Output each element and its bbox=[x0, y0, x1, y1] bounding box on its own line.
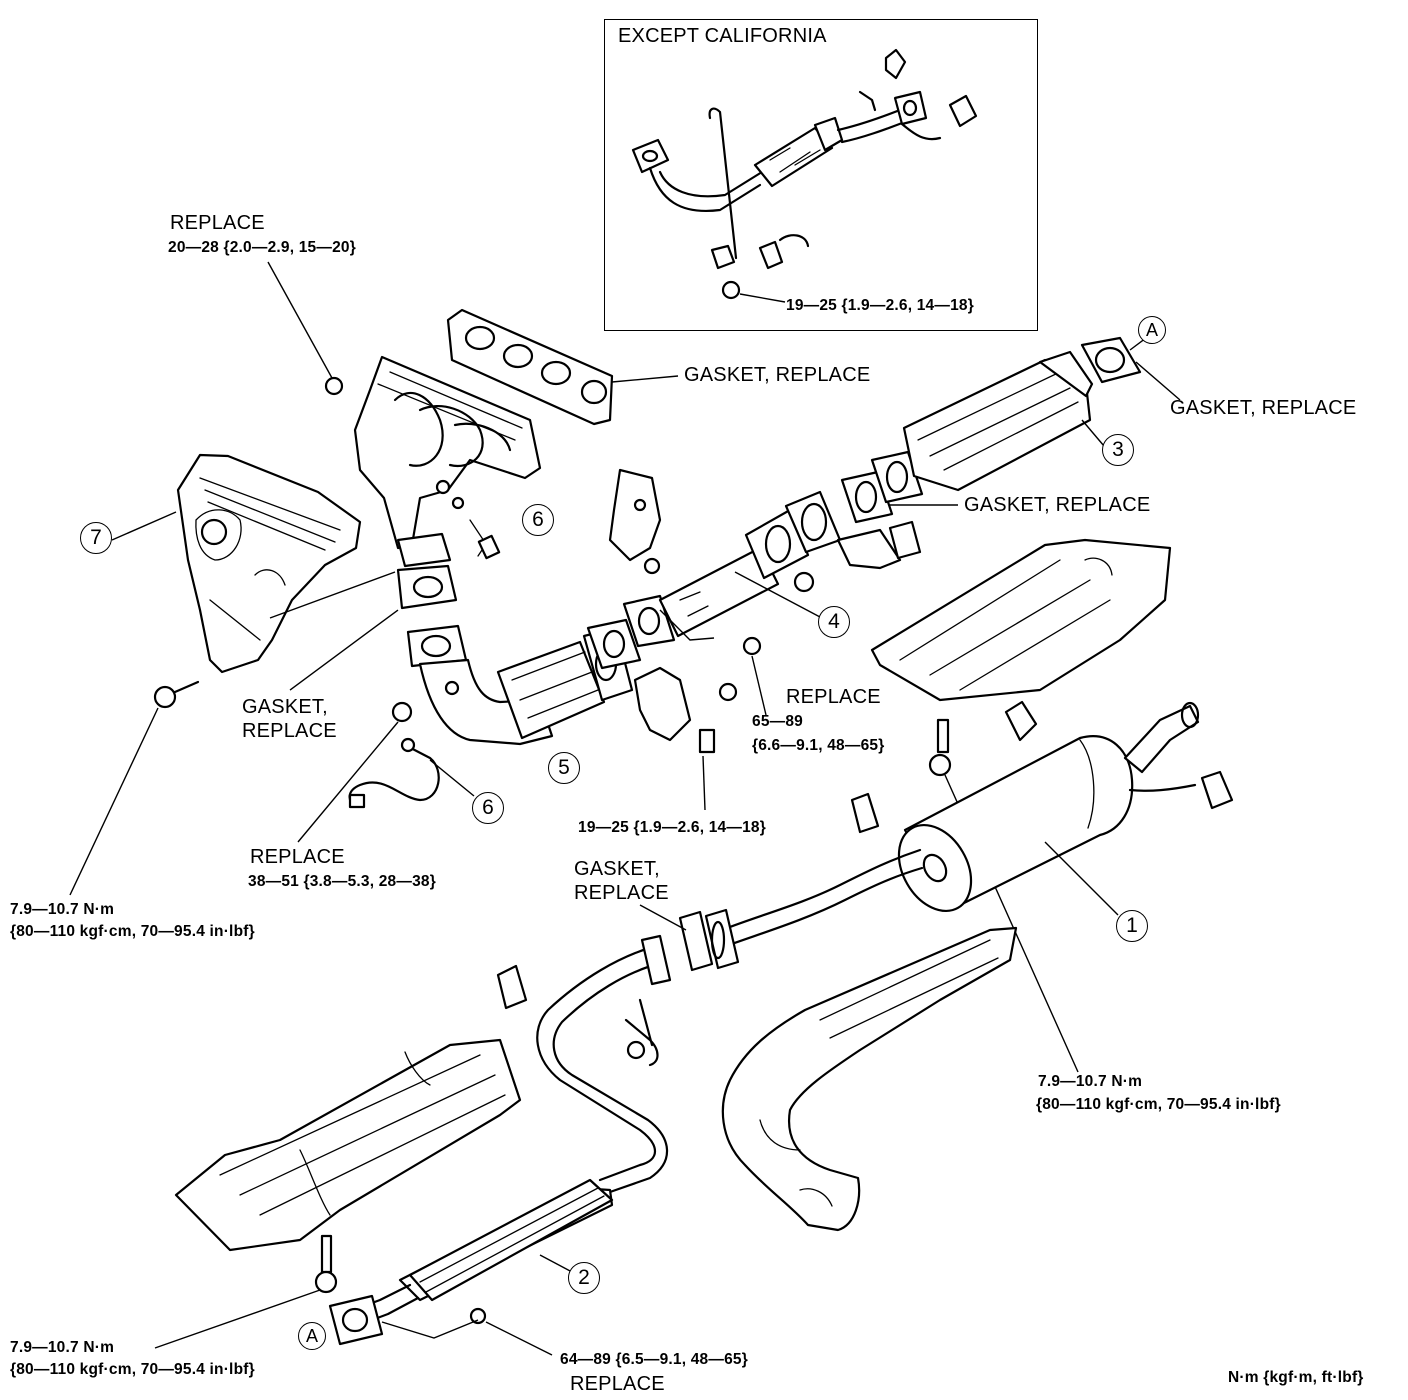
item-3-catalytic-converter bbox=[902, 336, 1142, 492]
item-7-manifold-heat-shield bbox=[176, 453, 362, 674]
label-gasket-manifold: GASKET, REPLACE bbox=[684, 364, 871, 386]
item-1-main-muffler bbox=[897, 701, 1200, 913]
nut-65-89 bbox=[742, 636, 762, 656]
label-gasket-center-1: GASKET, bbox=[574, 858, 660, 880]
spec-bl-1: 7.9—10.7 N·m bbox=[10, 1339, 115, 1356]
converter-gaskets bbox=[840, 450, 924, 524]
leader-7 bbox=[111, 511, 177, 541]
pipe-bracket-lower bbox=[633, 666, 738, 754]
callout-a-top: A bbox=[1138, 316, 1166, 344]
label-replace-bottom: REPLACE bbox=[570, 1373, 665, 1395]
spec-left-1: 7.9—10.7 N·m bbox=[10, 901, 115, 918]
spec-top: 20—28 {2.0—2.9, 15—20} bbox=[168, 239, 356, 256]
spec-mid-1: 65—89 bbox=[752, 713, 803, 730]
inset-front-pipe-drawing bbox=[631, 48, 978, 303]
leader-64-89 bbox=[485, 1321, 553, 1356]
leader-manifold-gasket bbox=[611, 375, 679, 383]
spec-64-89: 64—89 {6.5—9.1, 48—65} bbox=[560, 1351, 748, 1368]
callout-2: 2 bbox=[568, 1262, 600, 1294]
pipe-bracket-upper bbox=[608, 468, 662, 575]
item-2-presilencer bbox=[328, 934, 672, 1346]
spec-38-51: 38—51 {3.8—5.3, 28—38} bbox=[248, 873, 436, 890]
hanger-rubbers bbox=[496, 700, 1234, 1010]
label-gasket-left-2: REPLACE bbox=[242, 720, 337, 742]
label-gasket-center-2: REPLACE bbox=[574, 882, 669, 904]
spec-bl-2: {80—110 kgf·cm, 70—95.4 in·lbf} bbox=[10, 1361, 255, 1378]
leader-7-bolt bbox=[269, 571, 396, 619]
leader-2 bbox=[539, 1254, 573, 1273]
item-4-front-pipe bbox=[658, 490, 842, 638]
leader-replace-top bbox=[267, 261, 333, 379]
spec-right-2: {80—110 kgf·cm, 70—95.4 in·lbf} bbox=[1036, 1096, 1281, 1113]
callout-5: 5 bbox=[548, 752, 580, 784]
spec-left-2: {80—110 kgf·cm, 70—95.4 in·lbf} bbox=[10, 923, 255, 940]
leader-8 bbox=[429, 759, 475, 797]
center-pipe bbox=[678, 848, 924, 972]
inset-except-california bbox=[604, 19, 1038, 331]
callout-3: 3 bbox=[1102, 434, 1134, 466]
label-replace-mid: REPLACE bbox=[786, 686, 881, 708]
leader-1 bbox=[1044, 841, 1119, 916]
manifold-nut bbox=[324, 376, 344, 396]
leader-bolt-left bbox=[69, 707, 159, 896]
inset-title: EXCEPT CALIFORNIA bbox=[618, 25, 827, 47]
flange-gaskets-left bbox=[396, 564, 468, 668]
label-gasket-left-1: GASKET, bbox=[242, 696, 328, 718]
leader-gasket-left bbox=[289, 609, 399, 691]
leader-3 bbox=[1081, 419, 1105, 447]
leader-gasket-a bbox=[1135, 361, 1181, 401]
leader-4 bbox=[734, 571, 821, 618]
leader-nut-38 bbox=[297, 721, 399, 843]
leader-pipe-stud bbox=[659, 609, 715, 641]
nut-38-51 bbox=[391, 701, 413, 723]
label-replace-top: REPLACE bbox=[170, 212, 265, 234]
units-note: N·m {kgf·m, ft·lbf} bbox=[1228, 1369, 1364, 1386]
callout-6-sensor: 6 bbox=[472, 792, 504, 824]
heat-shield-bolt-right bbox=[928, 718, 952, 777]
heat-shield-bolt bbox=[153, 680, 200, 709]
leader-bottom-nut bbox=[381, 1319, 479, 1339]
callout-4: 4 bbox=[818, 606, 850, 638]
item-8-oxygen-sensor bbox=[348, 737, 440, 809]
callout-7: 7 bbox=[80, 522, 112, 554]
underbody-heat-shield bbox=[721, 926, 1018, 1232]
callout-a-bottom: A bbox=[298, 1322, 326, 1350]
label-gasket-converter: GASKET, REPLACE bbox=[964, 494, 1151, 516]
item-6-exhaust-manifold bbox=[353, 355, 542, 568]
spec-19-25: 19—25 {1.9—2.6, 14—18} bbox=[578, 819, 766, 836]
inset-torque-spec: 19—25 {1.9—2.6, 14—18} bbox=[786, 297, 974, 314]
converter-heat-shield bbox=[870, 538, 1172, 702]
converter-bracket bbox=[793, 520, 922, 593]
callout-6-manifold: 6 bbox=[522, 504, 554, 536]
leader-gasket-center bbox=[639, 904, 687, 931]
leader-replace-mid bbox=[751, 655, 767, 716]
spec-mid-2: {6.6—9.1, 48—65} bbox=[752, 737, 885, 754]
label-replace-38: REPLACE bbox=[250, 846, 345, 868]
label-gasket-a: GASKET, REPLACE bbox=[1170, 397, 1357, 419]
leader-bolt-bl bbox=[154, 1289, 321, 1349]
presilencer-heat-shield bbox=[174, 1038, 522, 1252]
spec-right-1: 7.9—10.7 N·m bbox=[1038, 1073, 1143, 1090]
callout-1: 1 bbox=[1116, 910, 1148, 942]
heat-shield-bolt-bl bbox=[314, 1234, 338, 1294]
leader-19-25 bbox=[702, 755, 706, 811]
flange-gaskets-center bbox=[586, 594, 676, 670]
manifold-gasket bbox=[446, 308, 614, 426]
